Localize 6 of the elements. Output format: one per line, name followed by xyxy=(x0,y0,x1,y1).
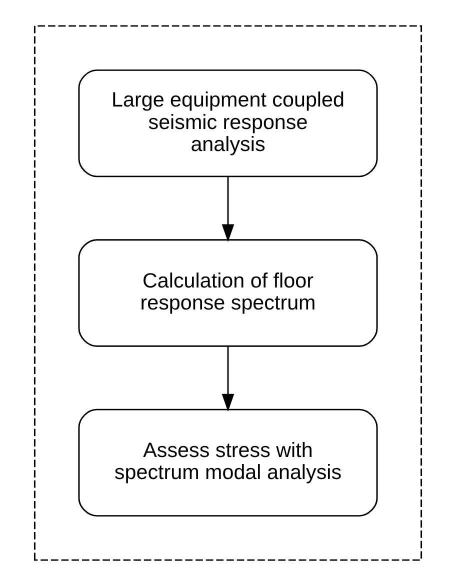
node-box: Calculation of floor response spectrum xyxy=(78,239,378,347)
cluster xyxy=(33,25,422,561)
arrow xyxy=(221,176,234,242)
arrow xyxy=(221,346,234,412)
node-box: Large equipment coupled seismic response analysis xyxy=(78,69,378,178)
node-box: Assess stress with spectrum modal analysis xyxy=(78,408,378,517)
